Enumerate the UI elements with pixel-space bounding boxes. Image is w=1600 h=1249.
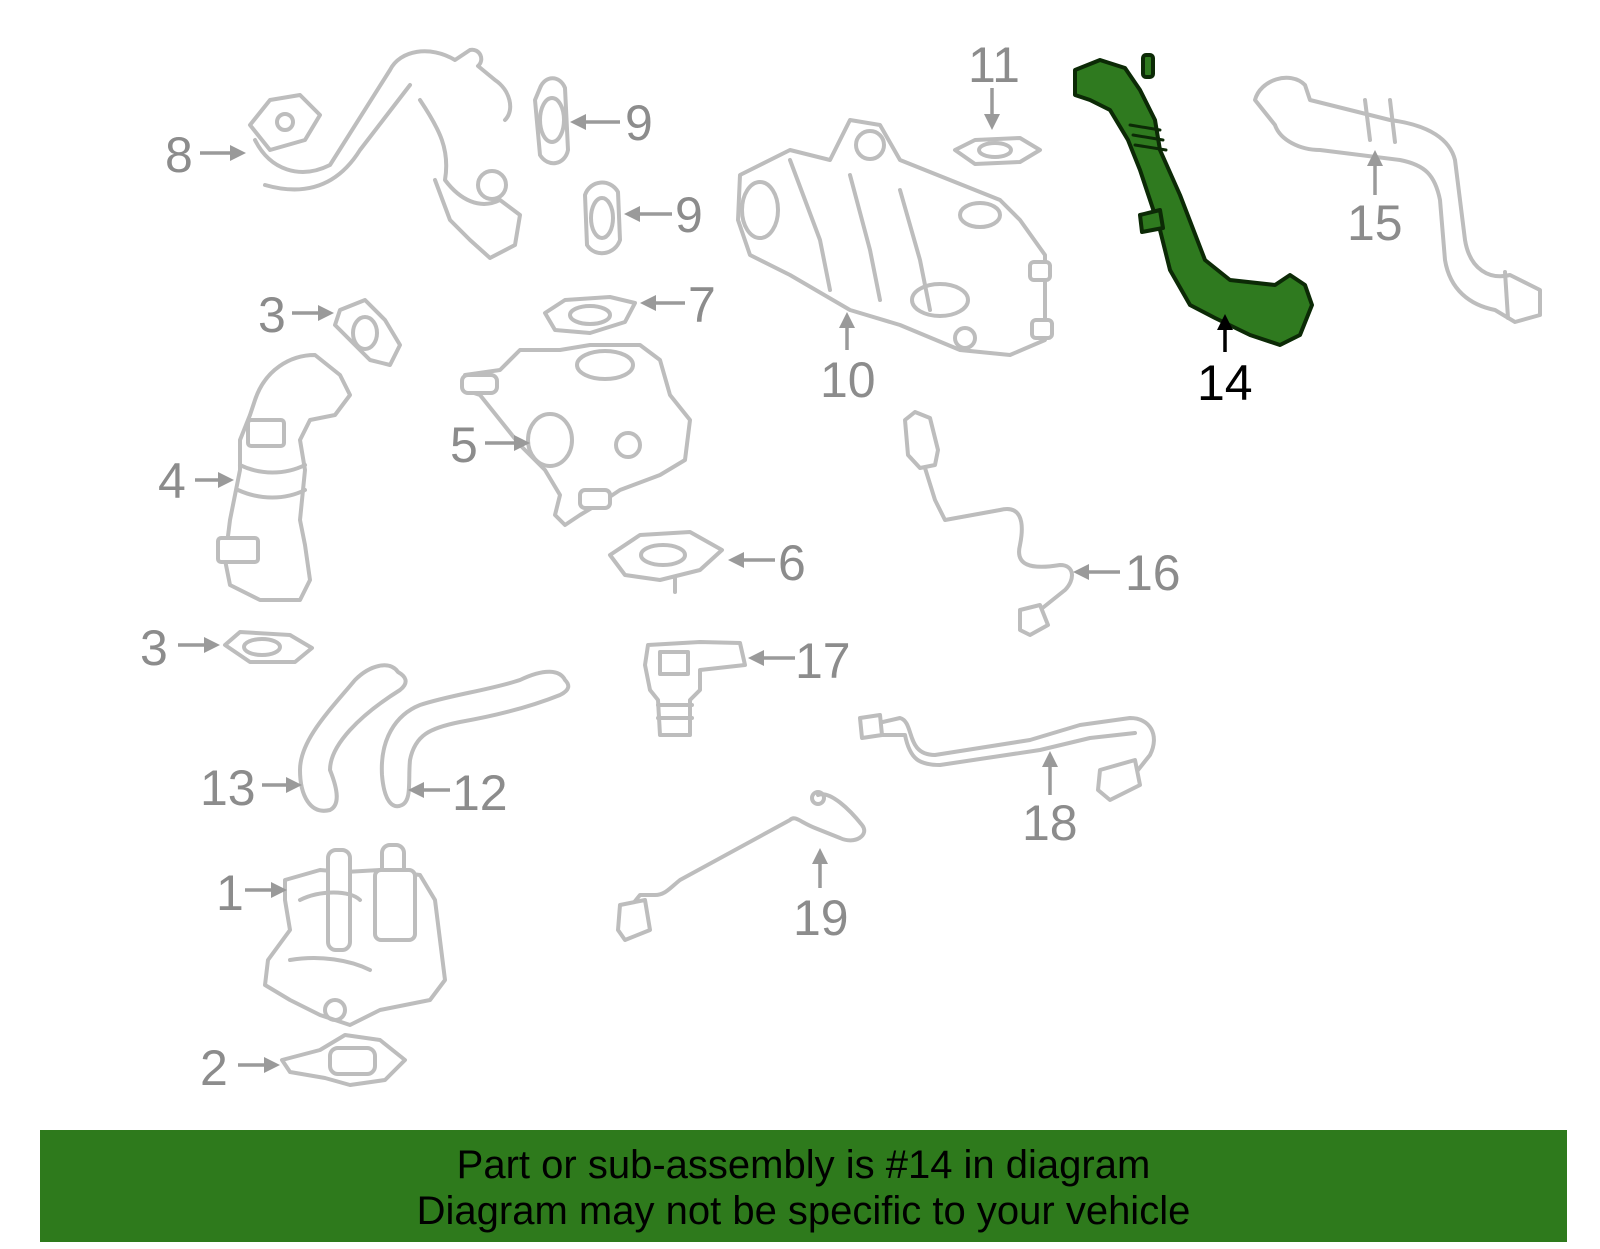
callout-label-11: 11 (968, 37, 1020, 93)
part-5-valve-body (460, 343, 692, 527)
callout-label-1: 1 (216, 865, 244, 921)
callout-label-3-upper: 3 (258, 287, 286, 343)
callout-label-2: 2 (200, 1040, 228, 1096)
part-11-gasket (953, 136, 1042, 166)
callout-9-upper: 9 (570, 95, 653, 151)
banner-line-2: Diagram may not be specific to your vehi… (416, 1189, 1191, 1233)
callout-label-16: 16 (1125, 545, 1181, 601)
callout-label-10: 10 (820, 352, 876, 408)
callout-label-17: 17 (795, 633, 851, 689)
callout-9-lower: 9 (624, 187, 703, 243)
callout-15: 15 (1347, 150, 1403, 251)
part-19-sensor (616, 790, 867, 942)
callout-label-19: 19 (793, 890, 849, 946)
callout-2: 2 (200, 1040, 280, 1096)
callout-label-18: 18 (1022, 795, 1078, 851)
part-12-hose (379, 669, 571, 809)
callout-3-lower: 3 (140, 620, 220, 676)
part-6-gasket (608, 530, 724, 594)
part-2-gasket (280, 1033, 407, 1087)
part-13-hose (298, 663, 408, 813)
callout-14: 14 (1197, 314, 1253, 411)
part-9-gasket-lower (583, 180, 622, 256)
callout-7: 7 (640, 277, 716, 333)
callout-3-upper: 3 (258, 287, 334, 343)
callout-18: 18 (1022, 751, 1078, 851)
callout-1: 1 (216, 865, 287, 921)
callout-label-14: 14 (1197, 355, 1253, 411)
callout-label-15: 15 (1347, 195, 1403, 251)
part-3-gasket-upper (333, 298, 402, 367)
callout-8: 8 (165, 127, 246, 183)
part-14-pipe-highlighted (1073, 53, 1314, 347)
parts-diagram: 8 9 9 10 (140, 37, 1542, 1096)
callout-label-3-lower: 3 (140, 620, 168, 676)
callout-label-13: 13 (200, 760, 256, 816)
callout-10: 10 (820, 312, 876, 408)
callout-11: 11 (968, 37, 1020, 130)
part-9-gasket-upper (533, 76, 570, 166)
part-1-egr-valve (263, 843, 447, 1027)
callout-label-12: 12 (452, 765, 508, 821)
callout-label-4: 4 (158, 453, 186, 509)
callout-label-9-upper: 9 (625, 95, 653, 151)
part-16-sensor (903, 410, 1074, 637)
info-banner: Part or sub-assembly is #14 in diagram D… (40, 1130, 1567, 1242)
part-8-pipe (248, 47, 522, 260)
callout-label-9-lower: 9 (675, 187, 703, 243)
callout-12: 12 (408, 765, 508, 821)
callout-label-8: 8 (165, 127, 193, 183)
callout-label-6: 6 (778, 535, 806, 591)
callout-19: 19 (793, 848, 849, 946)
part-7-gasket (543, 295, 637, 335)
part-15-pipe (1253, 75, 1542, 324)
callout-13: 13 (200, 760, 302, 816)
callout-label-5: 5 (450, 417, 478, 473)
part-4-pipe (216, 353, 352, 602)
callout-5: 5 (450, 417, 530, 473)
banner-line-1: Part or sub-assembly is #14 in diagram (456, 1143, 1151, 1187)
part-17-sensor (643, 640, 747, 737)
callout-4: 4 (158, 453, 234, 509)
callout-16: 16 (1073, 545, 1181, 601)
callout-label-7: 7 (688, 277, 716, 333)
part-3-gasket-lower (223, 630, 314, 664)
callout-17: 17 (748, 633, 851, 689)
part-18-harness (858, 713, 1156, 802)
part-10-egr-cooler (736, 118, 1054, 357)
callout-6: 6 (728, 535, 806, 591)
